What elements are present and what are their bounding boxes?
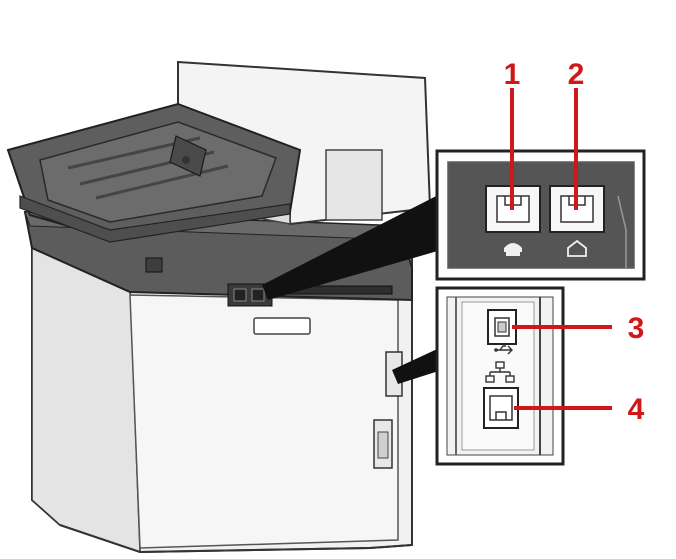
callout-number-1: 1 [504,58,521,91]
telephone-icon [504,243,522,256]
tray-knob [182,156,190,164]
usb-port [487,309,517,345]
zoom-wedge-usb [392,344,448,384]
callout-number-4: 4 [628,393,645,426]
home-phone-icon [567,239,587,257]
printer-base [59,524,413,554]
inset-usb-network [435,286,565,466]
network-port [483,387,519,429]
rear-cover-handle [253,317,311,335]
rear-port-b [251,288,265,302]
usb-icon [494,345,513,355]
callout-number-3: 3 [628,312,645,345]
rear-port-a [233,288,247,302]
printer-illustration [6,60,432,554]
inset-phone-jacks [435,149,646,281]
rear-cover [129,294,399,549]
inset-phone-bevel [447,161,635,269]
zoom-wedge-phone [262,190,448,300]
callout-number-2: 2 [568,58,585,91]
feeder-panel [325,149,383,221]
left-latch [145,257,163,273]
output-tray-lip [19,195,291,243]
tray-stopper [169,135,207,177]
inset-phone-edge [617,195,627,268]
side-vent-lower-inner [377,431,389,459]
network-icon [485,361,515,383]
